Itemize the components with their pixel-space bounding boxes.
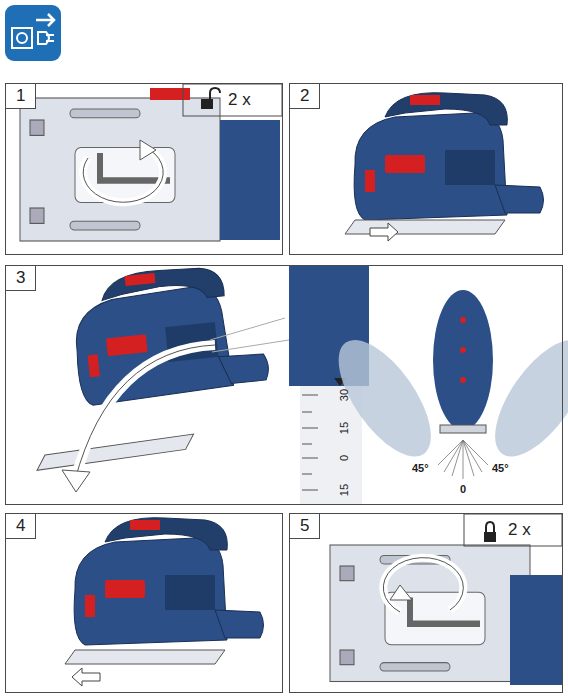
- angle-label: 45°: [412, 462, 429, 474]
- step-number: 3: [5, 265, 36, 291]
- repeat-count: 2 x: [228, 90, 251, 110]
- step-panel: 2: [289, 83, 563, 255]
- scale-number: 30: [338, 389, 350, 401]
- scale-number: 15: [338, 484, 350, 496]
- angle-label: 45°: [492, 462, 509, 474]
- step-panel: 5: [289, 513, 563, 693]
- step-number: 4: [5, 513, 36, 539]
- step-number: 5: [289, 513, 320, 539]
- step-panel: 4: [5, 513, 283, 693]
- step-number: 2: [289, 83, 320, 109]
- step-panel: 3: [5, 265, 563, 505]
- scale-number: 0: [338, 455, 350, 461]
- scale-number: 15: [338, 422, 350, 434]
- step-number: 1: [5, 83, 36, 109]
- repeat-count: 2 x: [508, 520, 531, 540]
- angle-label: 0: [460, 483, 466, 495]
